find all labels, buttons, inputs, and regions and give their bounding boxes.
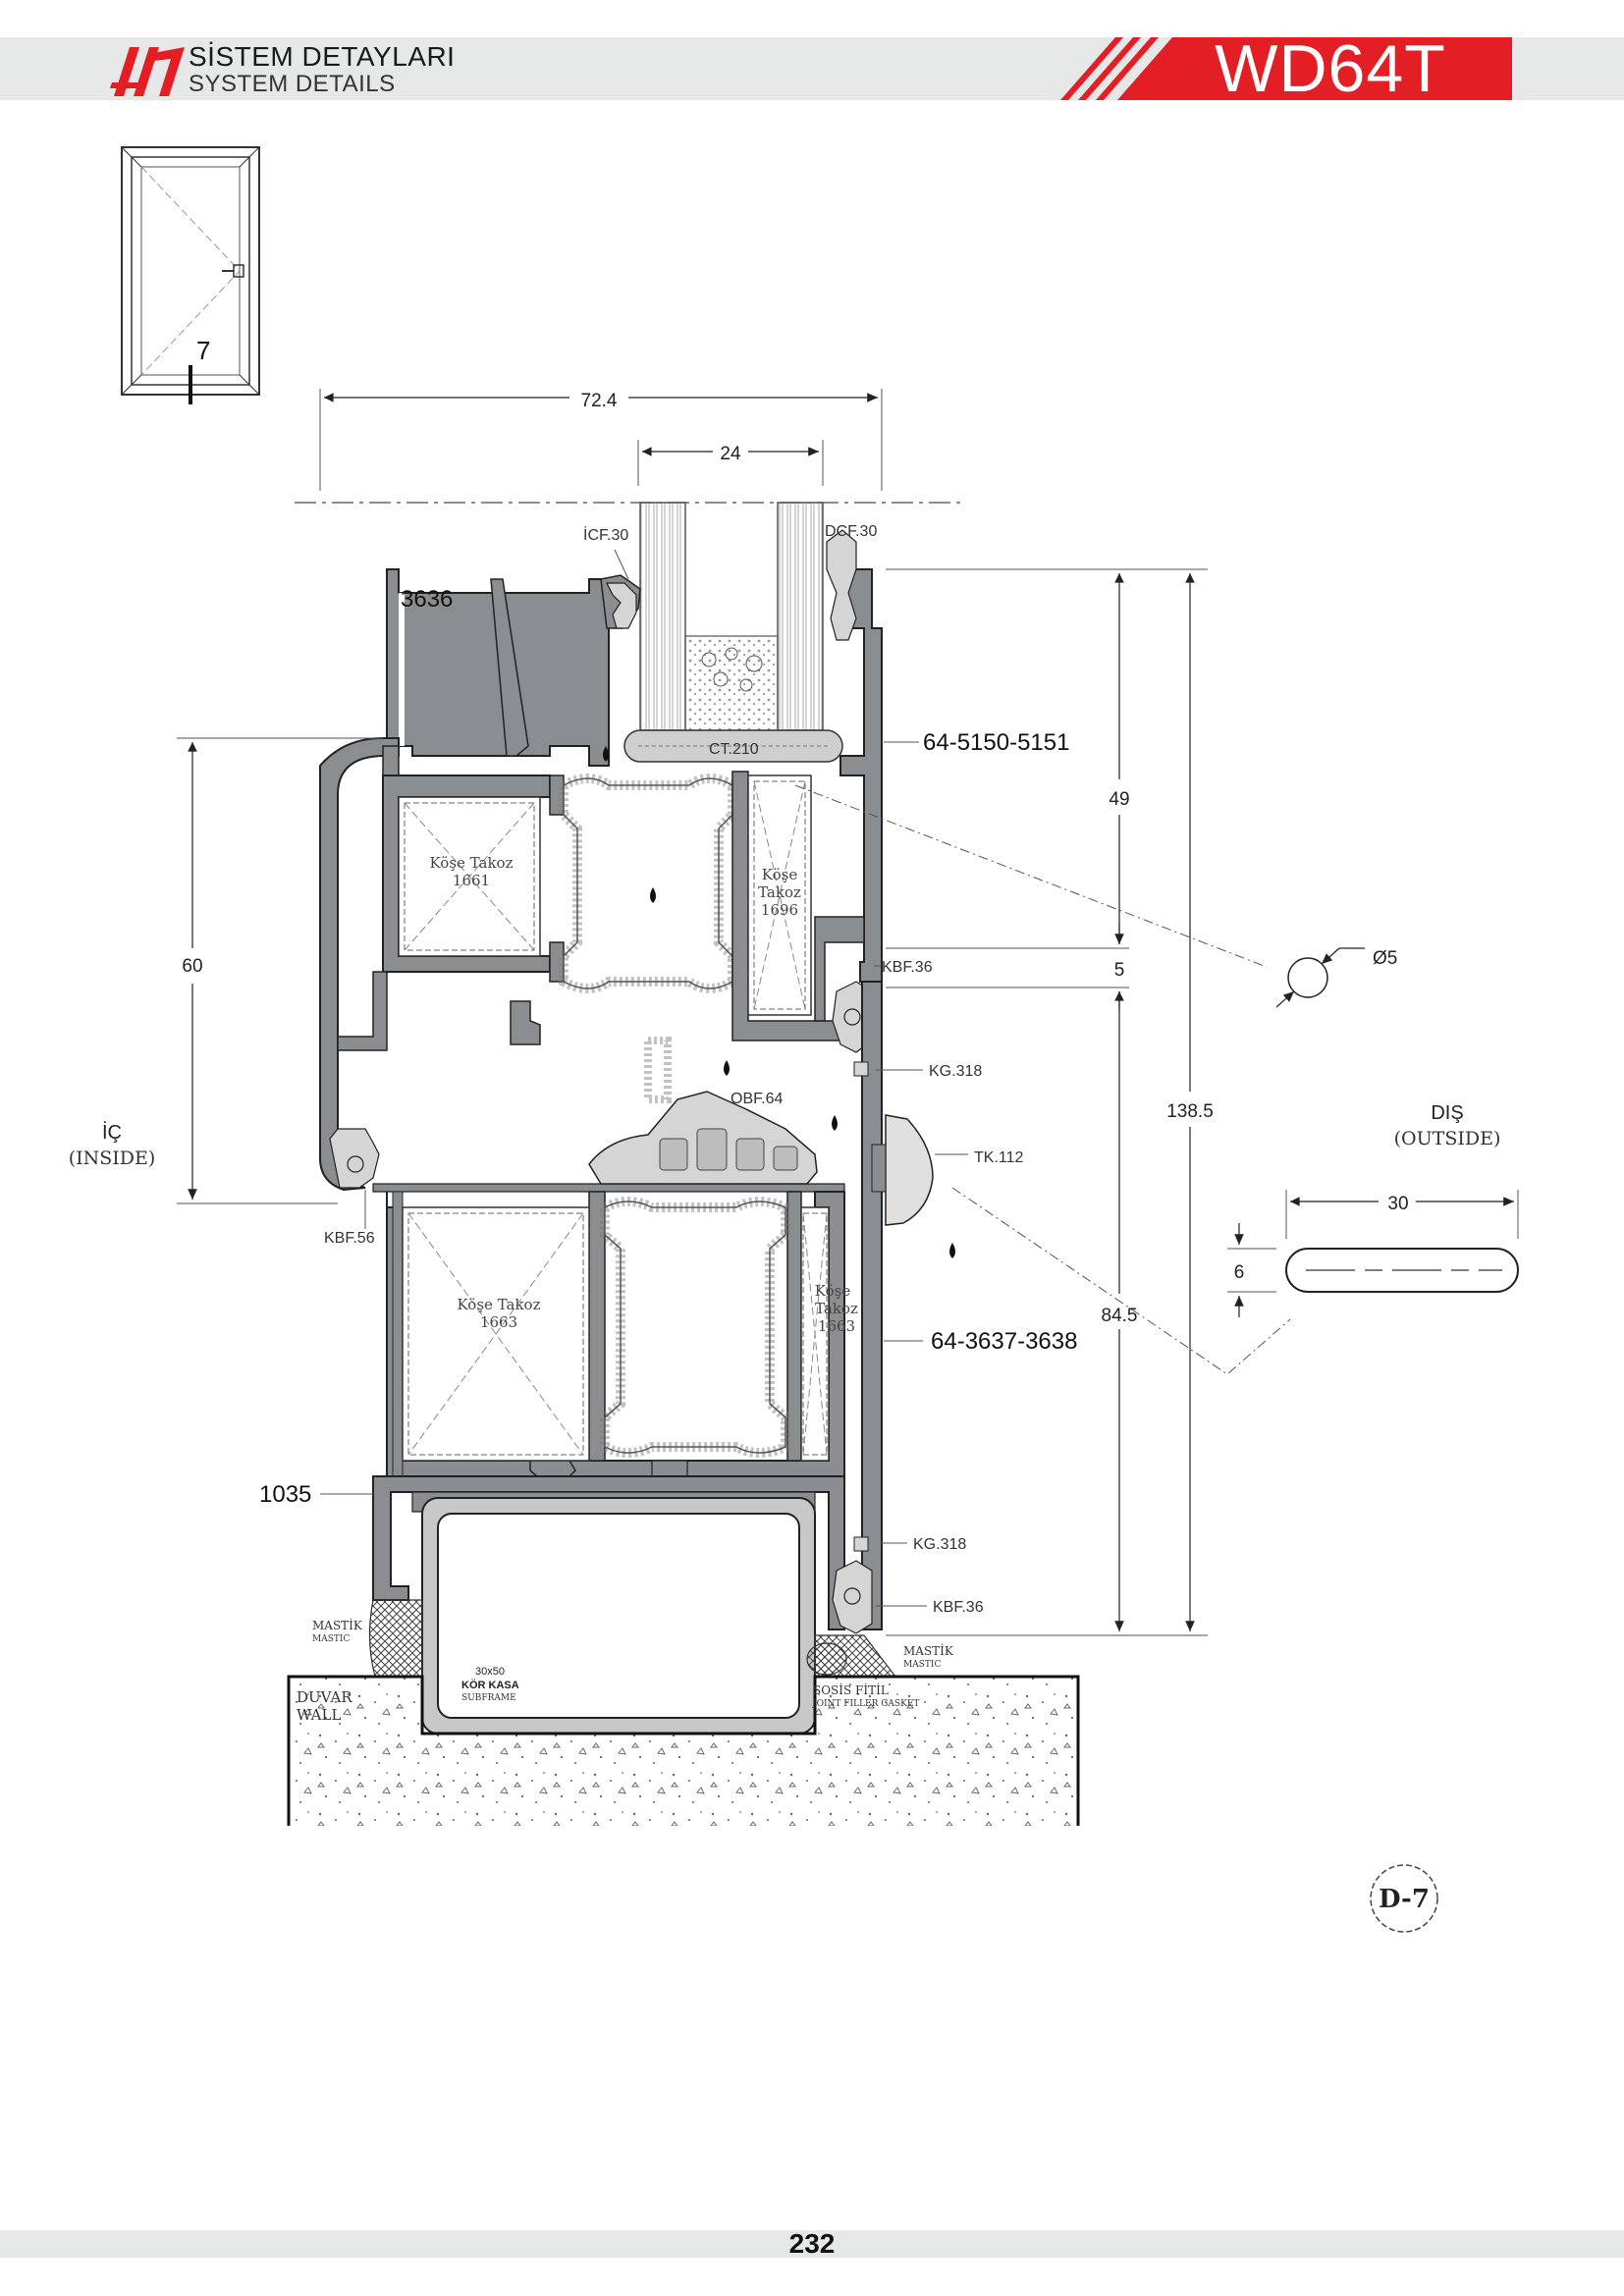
strip-height-label: 6 <box>1234 1262 1245 1283</box>
dim-overall-width-label: 72.4 <box>581 391 618 411</box>
mastic-left <box>368 1599 423 1678</box>
model-badge <box>1060 37 1512 100</box>
strip-width-label: 30 <box>1387 1194 1408 1214</box>
detail-code: D-7 <box>1379 1885 1430 1914</box>
gasket-diameter-detail <box>1275 947 1365 1008</box>
sash-outer-profile-5150 <box>731 529 883 1041</box>
upper-thermal-break <box>559 774 737 993</box>
gasket-ct-label: CT.210 <box>709 741 759 758</box>
profile-1035-label: 1035 <box>259 1481 311 1508</box>
model-code: WD64T <box>1215 31 1446 106</box>
filler-label-en: JOINT FILLER GASKET <box>812 1699 919 1709</box>
dim-glass-width <box>637 440 824 486</box>
glass-unit <box>639 502 824 731</box>
dim-gap-label: 5 <box>1114 960 1125 981</box>
corner-block-1696 <box>747 774 812 1016</box>
mastic-left-label-tr: MASTİK <box>312 1618 363 1632</box>
mastic-right-label-en: MASTIC <box>903 1660 941 1670</box>
dim-total-height-label: 138.5 <box>1166 1101 1214 1122</box>
block-1661-title: Köşe Takoz <box>430 854 514 872</box>
header-title-en: SYSTEM DETAILS <box>189 71 396 97</box>
detail-code-badge <box>1370 1864 1438 1933</box>
mastic-right-label-tr: MASTİK <box>903 1643 954 1658</box>
outside-label-en: (OUTSIDE) <box>1394 1128 1501 1149</box>
profile-3637-label: 64-3637-3638 <box>931 1328 1077 1355</box>
section-mark: 7 <box>196 336 210 365</box>
outside-label-tr: DIŞ <box>1431 1102 1463 1124</box>
dim-left-height-label: 60 <box>182 956 202 977</box>
gasket-kbf-top-label: KBF.36 <box>882 959 933 976</box>
gasket-obf-label: OBF.64 <box>731 1091 783 1107</box>
gasket-dcf-label: DCF.30 <box>825 523 877 540</box>
subframe-label-en: SUBFRAME <box>461 1693 516 1703</box>
key-plan-door-icon <box>121 146 260 404</box>
sash-lower-body <box>319 737 565 1192</box>
filler-label-tr: SOSİS FİTİL <box>813 1682 889 1697</box>
block-1663-right-code: 1663 <box>818 1317 855 1335</box>
dim-upper-height-label: 49 <box>1109 789 1129 810</box>
sash-profile-3636 <box>386 568 641 767</box>
block-1663-right-title-1: Köşe <box>815 1282 851 1300</box>
ct210-gasket <box>623 729 843 763</box>
block-1696-title-1: Köşe <box>762 866 798 883</box>
joint-filler-gasket <box>806 1642 847 1676</box>
brand-logo <box>110 47 185 96</box>
page-number: 232 <box>788 2228 836 2259</box>
block-1661-code: 1661 <box>453 872 490 889</box>
drainage-icons <box>603 746 955 1258</box>
concrete-wall <box>287 1675 1080 1826</box>
wall-label-en: WALL <box>297 1706 341 1724</box>
block-1663-left-code: 1663 <box>480 1313 517 1331</box>
block-1663-right-title-2: Takoz <box>815 1300 858 1317</box>
block-1696-title-2: Takoz <box>758 883 801 901</box>
leader-lines <box>320 549 1291 1607</box>
dim-glass-width-label: 24 <box>720 444 741 464</box>
dim-right-heights <box>886 568 1208 1636</box>
strip-detail <box>1227 1190 1519 1317</box>
gasket-icf-label: İCF.30 <box>583 525 628 544</box>
dim-lower-height-label: 84.5 <box>1102 1306 1138 1326</box>
wall-label-tr: DUVAR <box>297 1688 352 1706</box>
gasket-tk-label: TK.112 <box>974 1149 1024 1166</box>
profile-3636-label: 3636 <box>401 586 453 613</box>
gasket-kg-bottom-label: KG.318 <box>913 1536 966 1553</box>
corner-block-1663-right <box>800 1206 830 1462</box>
inside-label-tr: İÇ <box>102 1121 122 1144</box>
frame-profile-3637 <box>386 1191 845 1483</box>
subframe-tube <box>421 1497 816 1735</box>
block-1663-left-title: Köşe Takoz <box>458 1296 541 1313</box>
mastic-left-label-en: MASTIC <box>312 1634 350 1644</box>
subframe-size-label: 30x50 <box>475 1666 505 1678</box>
header-title-tr: SİSTEM DETAYLARI <box>189 41 456 72</box>
inside-label-en: (INSIDE) <box>69 1148 156 1169</box>
dim-overall-width <box>319 389 883 491</box>
corner-block-1663-left <box>402 1206 590 1462</box>
corner-block-1661 <box>398 796 541 957</box>
block-1696-code: 1696 <box>761 901 798 919</box>
footer-band <box>0 2230 1624 2258</box>
gasket-kbf-bottom-label: KBF.36 <box>933 1599 984 1616</box>
profile-5150-label: 64-5150-5151 <box>923 729 1069 756</box>
gasket-kbf56-label: KBF.56 <box>324 1230 375 1247</box>
dim-left-height <box>177 737 383 1204</box>
middle-zone <box>329 981 934 1630</box>
subframe-label-tr: KÖR KASA <box>461 1679 519 1691</box>
gasket-diameter-label: Ø5 <box>1373 948 1397 969</box>
gasket-kg-top-label: KG.318 <box>929 1063 982 1080</box>
